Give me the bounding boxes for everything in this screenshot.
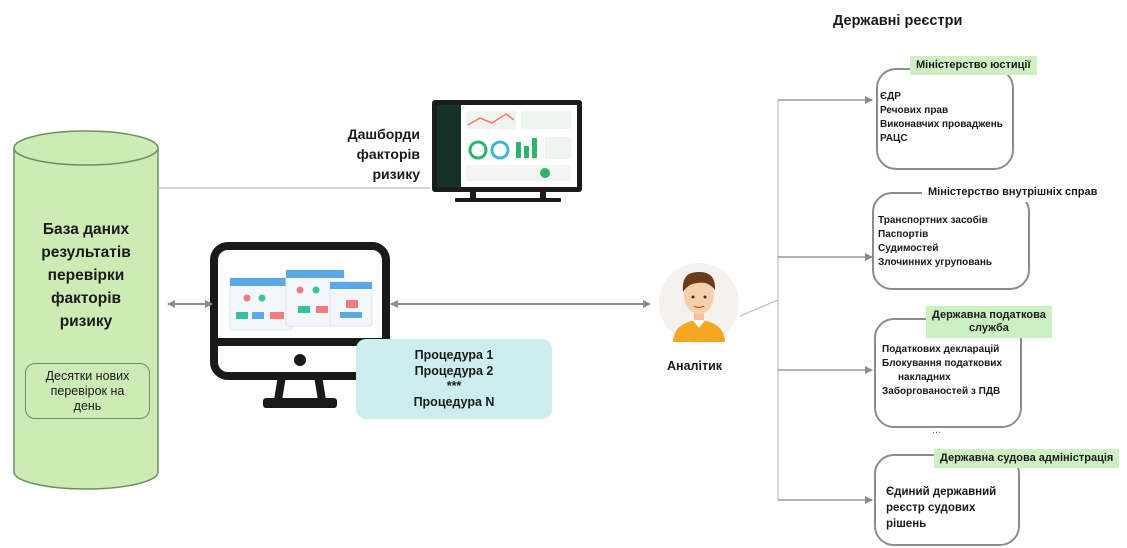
analyst-label: Аналітик [667, 359, 723, 373]
more-registers-ellipsis: ... [932, 424, 942, 436]
register-items-interior: Транспортних засобів Паспортів Судимосте… [878, 214, 992, 270]
register-items-tax: Податкових декларацій Блокування податко… [882, 343, 1002, 399]
analyst-registers-line [739, 299, 779, 317]
register-item: Речових прав [880, 105, 949, 116]
register-box-justice [876, 68, 1014, 170]
analyst-avatar [659, 263, 739, 343]
procedure-item: Процедура N [413, 394, 495, 409]
agency-label-tax: Державна податкова служба [926, 306, 1052, 338]
register-item: Транспортних засобів [878, 215, 988, 226]
dashboard-title: Дашборди факторів ризику [347, 126, 420, 182]
agency-label-interior: Міністерство внутрішніх справ [922, 183, 1104, 202]
procedure-item: *** [446, 379, 462, 393]
register-item: накладних [898, 372, 951, 383]
register-item: реєстр судових [886, 502, 976, 514]
agency-label-court: Державна судова адміністрація [934, 449, 1120, 468]
register-item: Заборгованостей з ПДВ [882, 386, 1001, 397]
registers-header: Державні реєстри [833, 13, 963, 29]
agency-label-justice: Міністерство юстиції [910, 56, 1037, 75]
register-box-interior [872, 192, 1030, 290]
register-box-court [874, 454, 1020, 546]
register-item: Паспортів [878, 229, 929, 240]
procedure-item: Процедура 1 [414, 348, 494, 362]
register-item: РАЦС [880, 133, 908, 144]
register-item: Судимостей [878, 243, 939, 254]
register-item: Блокування податкових [882, 358, 1003, 369]
register-item: Злочинних угруповань [878, 257, 993, 268]
procedure-item: Процедура 2 [414, 363, 494, 378]
register-item: ЄДР [880, 91, 901, 102]
register-item: рішень [886, 518, 927, 530]
register-items-court: Єдиний державний реєстр судових рішень [886, 484, 996, 532]
register-items-justice: ЄДР Речових прав Виконавчих проваджень Р… [880, 90, 1003, 146]
register-item: Виконавчих проваджень [880, 119, 1003, 130]
register-item: Податкових декларацій [882, 344, 1000, 355]
procedures-box: Процедура 1 Процедура 2 *** Процедура N [356, 339, 552, 419]
register-item: Єдиний державний [886, 486, 997, 498]
dashboard-monitor [432, 100, 582, 202]
database-note: Десятки нових перевірок на день [25, 363, 150, 419]
database-label: База даних результатів перевірки факторі… [41, 221, 131, 330]
